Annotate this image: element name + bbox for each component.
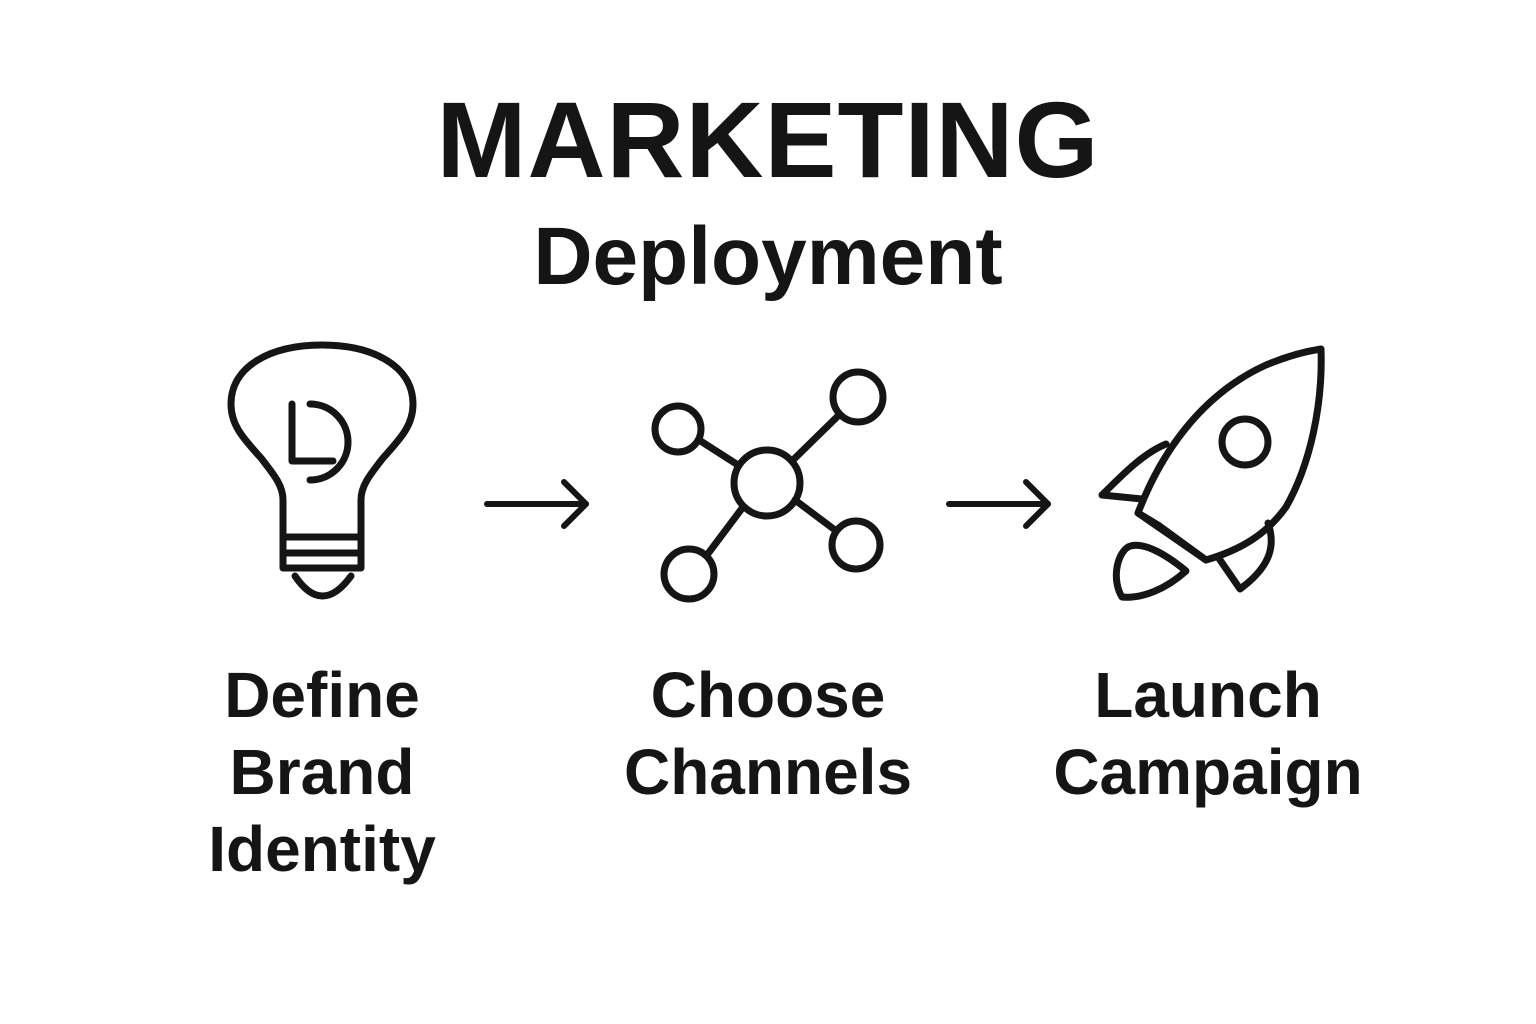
rocket-icon: [1098, 345, 1325, 601]
arrow-right-icon: [946, 479, 1051, 529]
arrow-right-icon: [484, 479, 589, 529]
step-label-choose-channels: Choose Channels: [623, 659, 913, 808]
diagram-subtitle: Deployment: [533, 211, 1003, 302]
network-icon: [651, 368, 887, 603]
lightbulb-icon: [227, 341, 417, 600]
step-label-define-brand-identity: Define Brand Identity: [208, 659, 436, 885]
diagram-title: MARKETING: [436, 79, 1100, 200]
step-label-launch-campaign: Launch Campaign: [1053, 659, 1363, 808]
